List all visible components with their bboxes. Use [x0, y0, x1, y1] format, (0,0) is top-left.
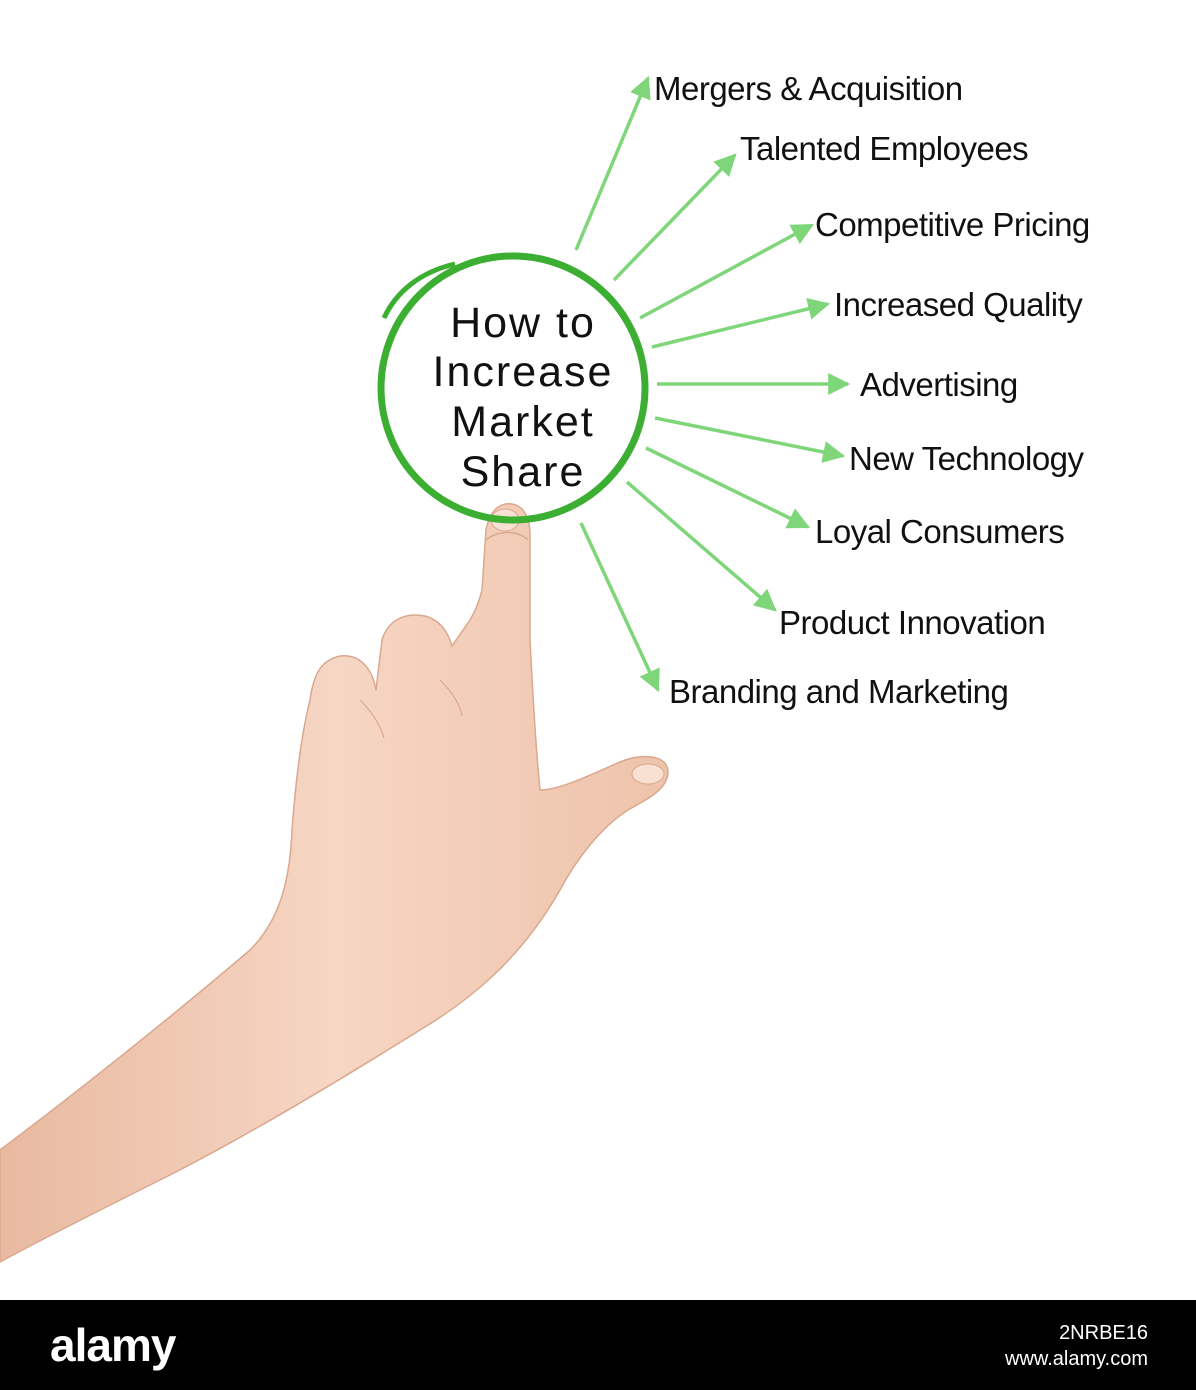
site-url: www.alamy.com	[1005, 1348, 1148, 1370]
alamy-logo: alamy	[50, 1319, 176, 1371]
branch-arrow	[651, 298, 831, 349]
branch-arrow	[579, 522, 660, 692]
branch-arrow	[654, 416, 846, 463]
branch-arrow	[645, 446, 810, 529]
center-title-line: How to	[450, 299, 596, 347]
branch-label: Talented Employees	[740, 130, 1028, 167]
branch-label: New Technology	[849, 440, 1085, 477]
arrows	[574, 75, 851, 692]
image-id: 2NRBE16	[1059, 1322, 1148, 1344]
pointing-hand-image	[0, 502, 669, 1263]
branch-label: Branding and Marketing	[669, 673, 1008, 710]
branch-label: Product Innovation	[779, 604, 1045, 641]
branch-arrow	[574, 75, 651, 251]
branch-label: Increased Quality	[834, 286, 1083, 323]
watermark-bar: alamy 2NRBE16 www.alamy.com	[0, 1300, 1196, 1390]
branch-label: Competitive Pricing	[815, 206, 1090, 243]
center-title-line: Increase	[433, 348, 614, 396]
branch-label: Mergers & Acquisition	[654, 70, 963, 107]
branch-arrow	[612, 153, 737, 282]
branch-label: Loyal Consumers	[815, 513, 1064, 550]
center-title-line: Market	[451, 398, 594, 446]
image-meta: 2NRBE16 www.alamy.com	[1005, 1320, 1148, 1372]
branch-arrow	[625, 480, 777, 612]
branch-label: Advertising	[860, 366, 1018, 403]
center-title-line: Share	[461, 448, 586, 496]
branch-arrow	[639, 223, 814, 320]
